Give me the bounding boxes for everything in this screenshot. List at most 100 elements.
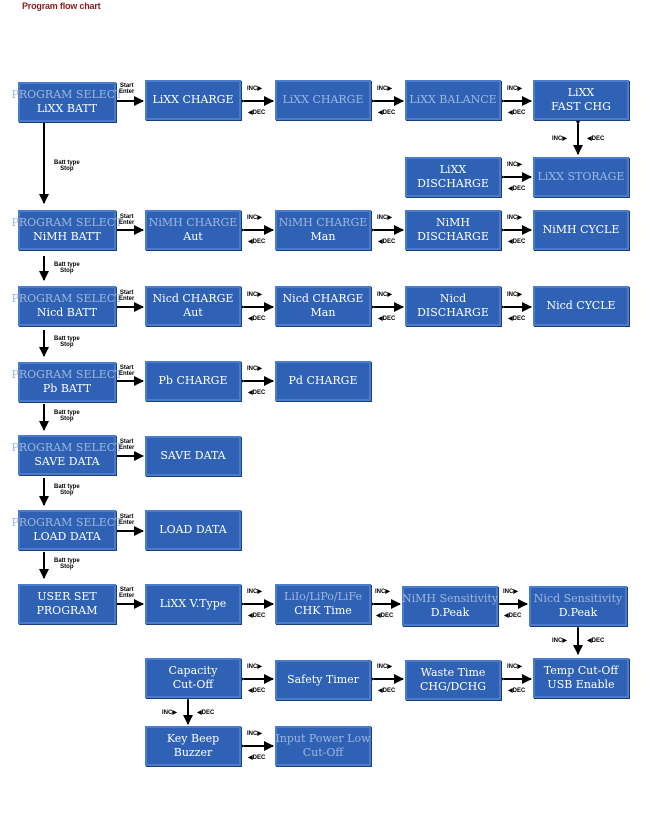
box-nimh-charge-man: NiMH CHARGE Man: [275, 210, 371, 250]
box-line: Pb CHARGE: [158, 374, 228, 387]
box-temp-cut-off: Temp Cut-Off USB Enable: [533, 658, 629, 698]
box-nicd-charge-aut: Nicd CHARGE Aut: [145, 286, 241, 326]
box-input-power-low: Input Power Low Cut-Off: [275, 726, 371, 766]
inc-label: INC▶: [507, 664, 522, 670]
box-lixx-charge-2: LiXX CHARGE: [275, 80, 371, 120]
box-nimh-sensitivity: NiMH Sensitivity D.Peak: [402, 586, 498, 626]
box-lixx-storage: LiXX STORAGE: [533, 157, 629, 197]
box-line: PROGRAM SELECT: [11, 88, 123, 101]
box-line: Buzzer: [173, 746, 213, 759]
inc-label: INC▶: [503, 589, 518, 595]
box-line: Safety Timer: [287, 673, 359, 686]
dec-label: ◀DEC: [508, 239, 526, 245]
box-load-program-select: PROGRAM SELECT LOAD DATA: [11, 510, 123, 550]
dec-label: ◀DEC: [378, 688, 396, 694]
box-pd-charge: Pd CHARGE: [275, 361, 371, 401]
dec-label: ◀DEC: [248, 390, 266, 396]
inc-label: INC▶: [247, 215, 262, 221]
box-load-data: LOAD DATA: [145, 510, 241, 550]
box-waste-time: Waste Time CHG/DCHG: [405, 660, 501, 700]
box-save-data: SAVE DATA: [145, 436, 241, 476]
box-line: LOAD DATA: [159, 523, 227, 536]
box-safety-timer: Safety Timer: [275, 660, 371, 700]
box-line: PROGRAM SELECT: [11, 441, 123, 454]
dec-label: ◀DEC: [504, 613, 522, 619]
dec-label: ◀DEC: [197, 710, 215, 716]
box-line: LiXX BATT: [36, 102, 98, 115]
box-line: SAVE DATA: [34, 455, 100, 468]
inc-label: INC▶: [247, 731, 262, 737]
inc-label: INC▶: [507, 215, 522, 221]
inc-label: INC▶: [377, 86, 392, 92]
dec-label: ◀DEC: [587, 136, 605, 142]
inc-label: INC▶: [552, 136, 567, 142]
inc-label: INC▶: [377, 292, 392, 298]
box-line: LiXX CHARGE: [282, 93, 364, 106]
box-line: Nicd Sensitivity: [533, 592, 623, 605]
dec-label: ◀DEC: [378, 110, 396, 116]
box-line: Nicd BATT: [36, 306, 98, 319]
box-line: LiXX V.Type: [159, 597, 227, 610]
box-lixx-program-select: PROGRAM SELECT LiXX BATT: [11, 82, 123, 122]
box-line: PROGRAM SELECT: [11, 216, 123, 229]
box-line: Nicd CHARGE: [152, 292, 234, 305]
box-line: Pd CHARGE: [288, 374, 358, 387]
box-nicd-program-select: PROGRAM SELECT Nicd BATT: [11, 286, 123, 326]
box-line: FAST CHG: [551, 100, 611, 113]
dec-label: ◀DEC: [378, 316, 396, 322]
box-line: Input Power Low: [275, 732, 371, 745]
box-line: Temp Cut-Off: [543, 664, 619, 677]
dec-label: ◀DEC: [508, 186, 526, 192]
box-nicd-charge-man: Nicd CHARGE Man: [275, 286, 371, 326]
box-line: LiXX: [439, 163, 467, 176]
box-chk-time: LiIo/LiPo/LiFe CHK Time: [275, 584, 371, 624]
inc-label: INC▶: [507, 86, 522, 92]
box-line: SAVE DATA: [160, 449, 226, 462]
dec-label: ◀DEC: [248, 316, 266, 322]
dec-label: ◀DEC: [248, 110, 266, 116]
box-line: NiMH CYCLE: [542, 223, 620, 236]
box-line: PROGRAM SELECT: [11, 292, 123, 305]
box-line: NiMH CHARGE: [148, 216, 238, 229]
box-lixx-balance: LiXX BALANCE: [405, 80, 501, 120]
box-line: Aut: [183, 306, 203, 319]
box-line: CHK Time: [294, 604, 352, 617]
box-line: LOAD DATA: [33, 530, 101, 543]
inc-label: INC▶: [247, 86, 262, 92]
box-line: LiXX CHARGE: [152, 93, 234, 106]
box-line: DISCHARGE: [417, 230, 489, 243]
box-line: PROGRAM SELECT: [11, 516, 123, 529]
box-save-program-select: PROGRAM SELECT SAVE DATA: [11, 435, 123, 475]
inc-label: INC▶: [162, 710, 177, 716]
box-nimh-program-select: PROGRAM SELECT NiMH BATT: [11, 210, 123, 250]
box-key-beep-buzzer: Key Beep Buzzer: [145, 726, 241, 766]
dec-label: ◀DEC: [248, 688, 266, 694]
box-line: DISCHARGE: [417, 177, 489, 190]
box-line: Pb BATT: [42, 382, 92, 395]
box-lixx-charge: LiXX CHARGE: [145, 80, 241, 120]
inc-label: INC▶: [377, 664, 392, 670]
box-line: LiXX STORAGE: [537, 170, 625, 183]
box-capacity-cut-off: Capacity Cut-Off: [145, 658, 241, 698]
box-line: Man: [310, 230, 336, 243]
inc-label: INC▶: [377, 215, 392, 221]
box-line: Aut: [183, 230, 203, 243]
dec-label: ◀DEC: [508, 110, 526, 116]
box-line: Nicd CHARGE: [282, 292, 364, 305]
box-line: D.Peak: [430, 606, 470, 619]
box-line: USER SET: [37, 590, 97, 603]
box-nimh-charge-aut: NiMH CHARGE Aut: [145, 210, 241, 250]
box-line: LiIo/LiPo/LiFe: [284, 590, 362, 603]
box-line: NiMH Sensitivity: [401, 592, 499, 605]
